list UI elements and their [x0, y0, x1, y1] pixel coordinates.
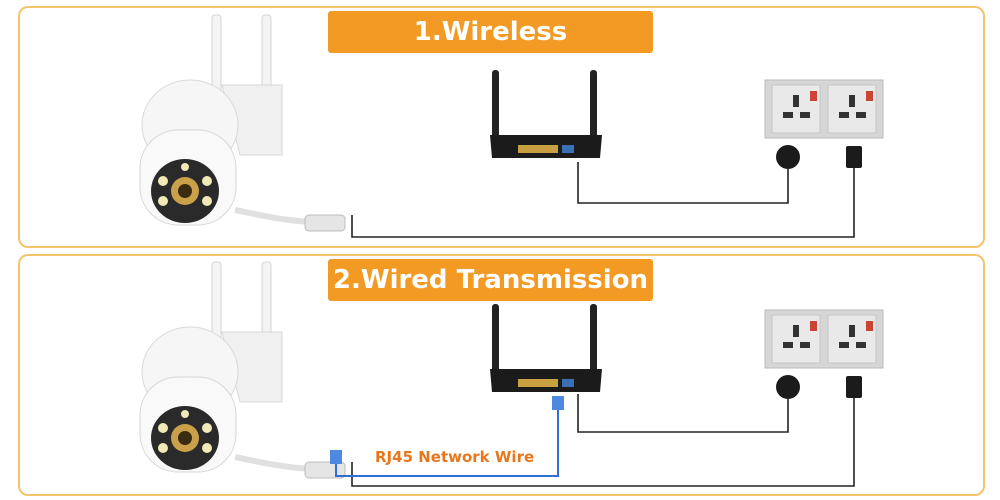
wall-socket-icon: [764, 309, 884, 400]
wifi-router-icon: [490, 70, 602, 158]
ptz-camera-icon: [140, 262, 345, 478]
rj45-network-wire-label: RJ45 Network Wire: [375, 448, 535, 466]
ptz-camera-icon: [140, 15, 345, 231]
wired-section-title: 2.Wired Transmission: [328, 259, 653, 301]
wifi-router-icon: [490, 304, 602, 392]
wireless-section-title: 1.Wireless Transmission: [328, 11, 653, 89]
wall-socket-icon: [764, 79, 884, 170]
